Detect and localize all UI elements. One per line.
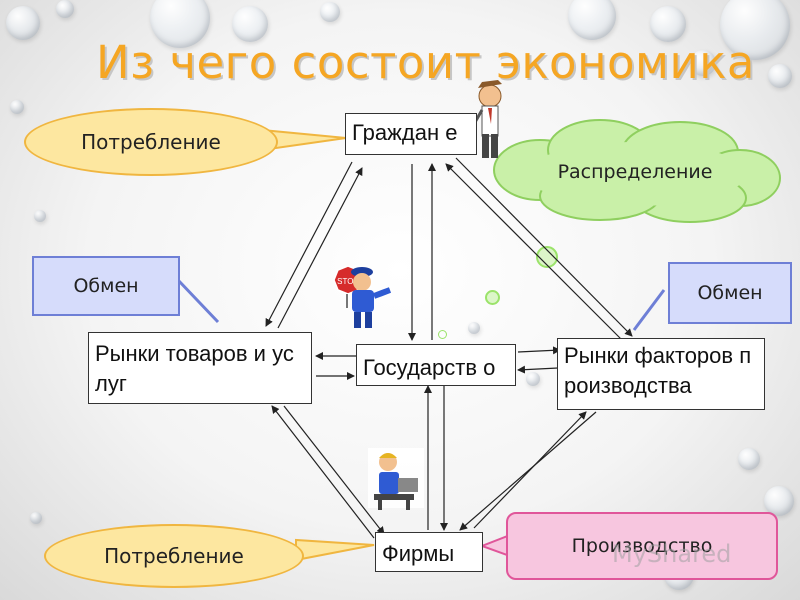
production-label: Производство: [571, 535, 713, 557]
node-citizens: Граждан е: [345, 113, 477, 155]
exchange-left-pointer: [176, 278, 220, 324]
exchange-right-pointer: [632, 289, 666, 331]
decor-bubble: [30, 512, 42, 524]
decor-bubble: [768, 64, 792, 88]
distribution-label: Распределение: [557, 161, 713, 183]
node-state: Государств о: [356, 344, 516, 386]
consumption-top-label: Потребление: [81, 130, 221, 154]
decor-bubble: [690, 50, 716, 76]
consumption-bottom-callout: Потребление: [44, 524, 304, 588]
decor-bubble: [764, 486, 794, 516]
exchange-right-callout: Обмен: [668, 262, 792, 324]
arrow-firms-to-goods: [271, 405, 375, 539]
decor-bubble: [6, 6, 40, 40]
exchange-left-callout: Обмен: [32, 256, 180, 316]
office-worker-icon: [368, 448, 424, 510]
arrow-goods-to-firms: [283, 405, 385, 535]
decor-bubble: [10, 100, 24, 114]
green-dot: [438, 330, 447, 339]
distribution-callout: Распределение: [520, 150, 750, 194]
arrow-state-to-factors: [517, 346, 561, 355]
node-state-label: Государств о: [363, 355, 496, 380]
arrow-factors-to-state: [517, 365, 559, 374]
arrow-factors-to-citizens: [445, 163, 623, 341]
page-title: Из чего состоит экономика: [96, 36, 755, 89]
exchange-right-label: Обмен: [697, 282, 763, 304]
decor-bubble: [320, 2, 340, 22]
node-citizens-label: Граждан е: [352, 120, 458, 145]
node-goods-markets-label: Рынки товаров и услуг: [95, 341, 294, 396]
arrow-firms-to-factors: [473, 411, 587, 529]
decor-bubble: [150, 0, 210, 48]
node-goods-markets: Рынки товаров и услуг: [88, 332, 312, 404]
decor-bubble: [720, 0, 790, 60]
exchange-left-label: Обмен: [73, 275, 139, 297]
production-callout: Производство: [506, 512, 778, 580]
decor-bubble: [650, 6, 686, 42]
svg-text:STOP: STOP: [337, 277, 359, 286]
decor-bubble: [526, 372, 540, 386]
node-factor-markets: Рынки факторов производства: [557, 338, 765, 410]
decor-bubble: [738, 448, 760, 470]
policeman-stop-icon: STOP: [333, 265, 392, 328]
arrow-citizens-to-factors: [455, 157, 633, 337]
decor-bubble: [468, 322, 480, 334]
node-factor-markets-label: Рынки факторов производства: [564, 343, 752, 398]
arrow-factors-to-firms: [459, 411, 597, 531]
decor-bubble: [56, 0, 74, 18]
consumption-bottom-label: Потребление: [104, 544, 244, 568]
arrow-citizens-to-goods: [265, 161, 353, 327]
green-dot: [536, 246, 558, 268]
arrow-goods-to-citizens: [277, 167, 363, 329]
decor-bubble: [232, 6, 268, 42]
decor-bubble: [34, 210, 46, 222]
consumption-top-callout: Потребление: [24, 108, 278, 176]
decor-bubble: [568, 0, 616, 40]
watermark-text: MyShared: [612, 540, 732, 568]
green-dot: [485, 290, 500, 305]
node-firms-label: Фирмы: [382, 541, 455, 566]
distribution-cloud: [493, 119, 781, 223]
node-firms: Фирмы: [375, 532, 483, 572]
